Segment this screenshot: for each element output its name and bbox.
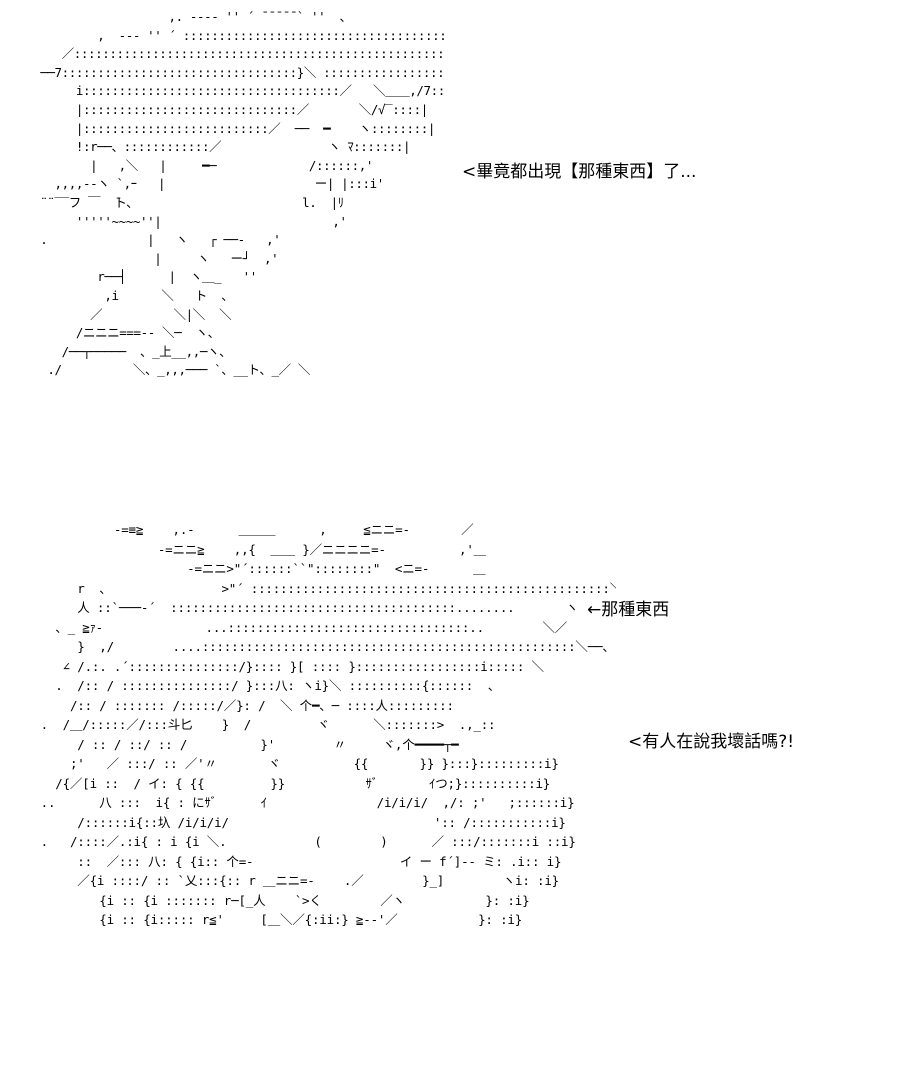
- ascii-art-character-closeup: ,. ---- '' ´ ̄ ̄ ̄ ̄ ̄ ` '' 、 , --- '' ´…: [40, 9, 446, 378]
- dialogue-caption-top: <畢竟都出現【那種東西】了...: [462, 162, 697, 182]
- ascii-art-character-shadowed-face: -=≡≧ ,.- ＿＿＿ , ≦ニニ=- ／ -=ニニ≧ ,,{ ＿＿ }／ニニ…: [40, 522, 616, 927]
- pointer-caption: ←那種東西: [587, 600, 670, 620]
- dialogue-caption-bottom: <有人在說我壞話嗎?!: [628, 732, 795, 752]
